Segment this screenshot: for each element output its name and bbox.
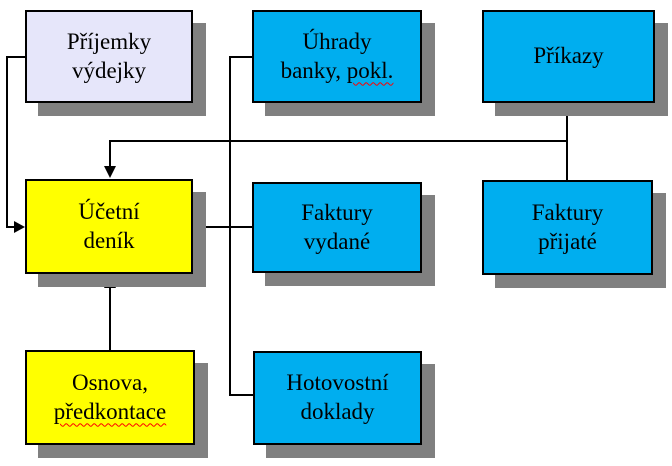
arrowhead-into-denik-bottom	[104, 276, 116, 288]
node-osnova-predkontace: Osnova,předkontace	[25, 350, 195, 445]
node-label: Osnova,předkontace	[53, 369, 167, 424]
arrowhead-into-denik-right	[194, 221, 205, 233]
misspelled-word: předkontace	[53, 398, 167, 424]
arrowhead-into-prikazy-bottom	[561, 104, 573, 116]
arrowhead-into-denik-left	[14, 221, 25, 233]
node-prikazy: Příkazy	[482, 10, 655, 103]
arrowhead-into-denik-top	[104, 166, 116, 178]
edge-prijemky-to-denik	[6, 56, 25, 228]
node-label: Příkazy	[533, 43, 604, 69]
edge-trunk	[109, 140, 567, 167]
misspelled-word: pokl.	[346, 57, 394, 83]
